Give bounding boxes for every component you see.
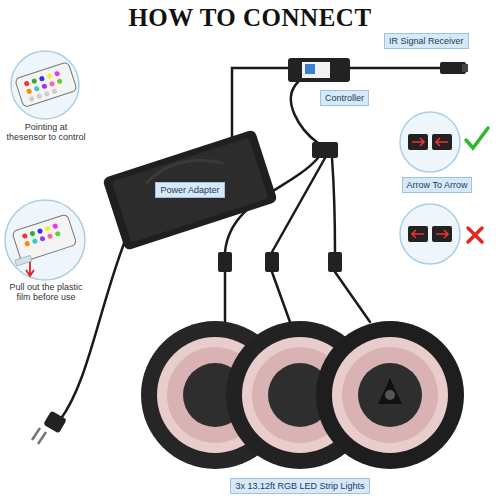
callout-text: IR Signal Receiver [389,36,464,46]
callout-box: Arrow To Arrow [402,177,473,193]
callout-text: Controller [325,93,364,103]
callout-box: IR Signal Receiver [384,33,469,49]
callout-box: Power Adapter [155,182,224,198]
callout-box: 3x 13.12ft RGB LED Strip Lights [230,478,369,494]
callout-text: 3x 13.12ft RGB LED Strip Lights [235,481,364,491]
callout-text: Arrow To Arrow [407,180,468,190]
note-text: Pointing at thesensor to control [4,122,88,143]
note-text: Pull out the plastic film before use [4,282,88,303]
callout-text: Power Adapter [160,185,219,195]
title: HOW TO CONNECT [0,4,500,32]
callout-box: Controller [320,90,369,106]
